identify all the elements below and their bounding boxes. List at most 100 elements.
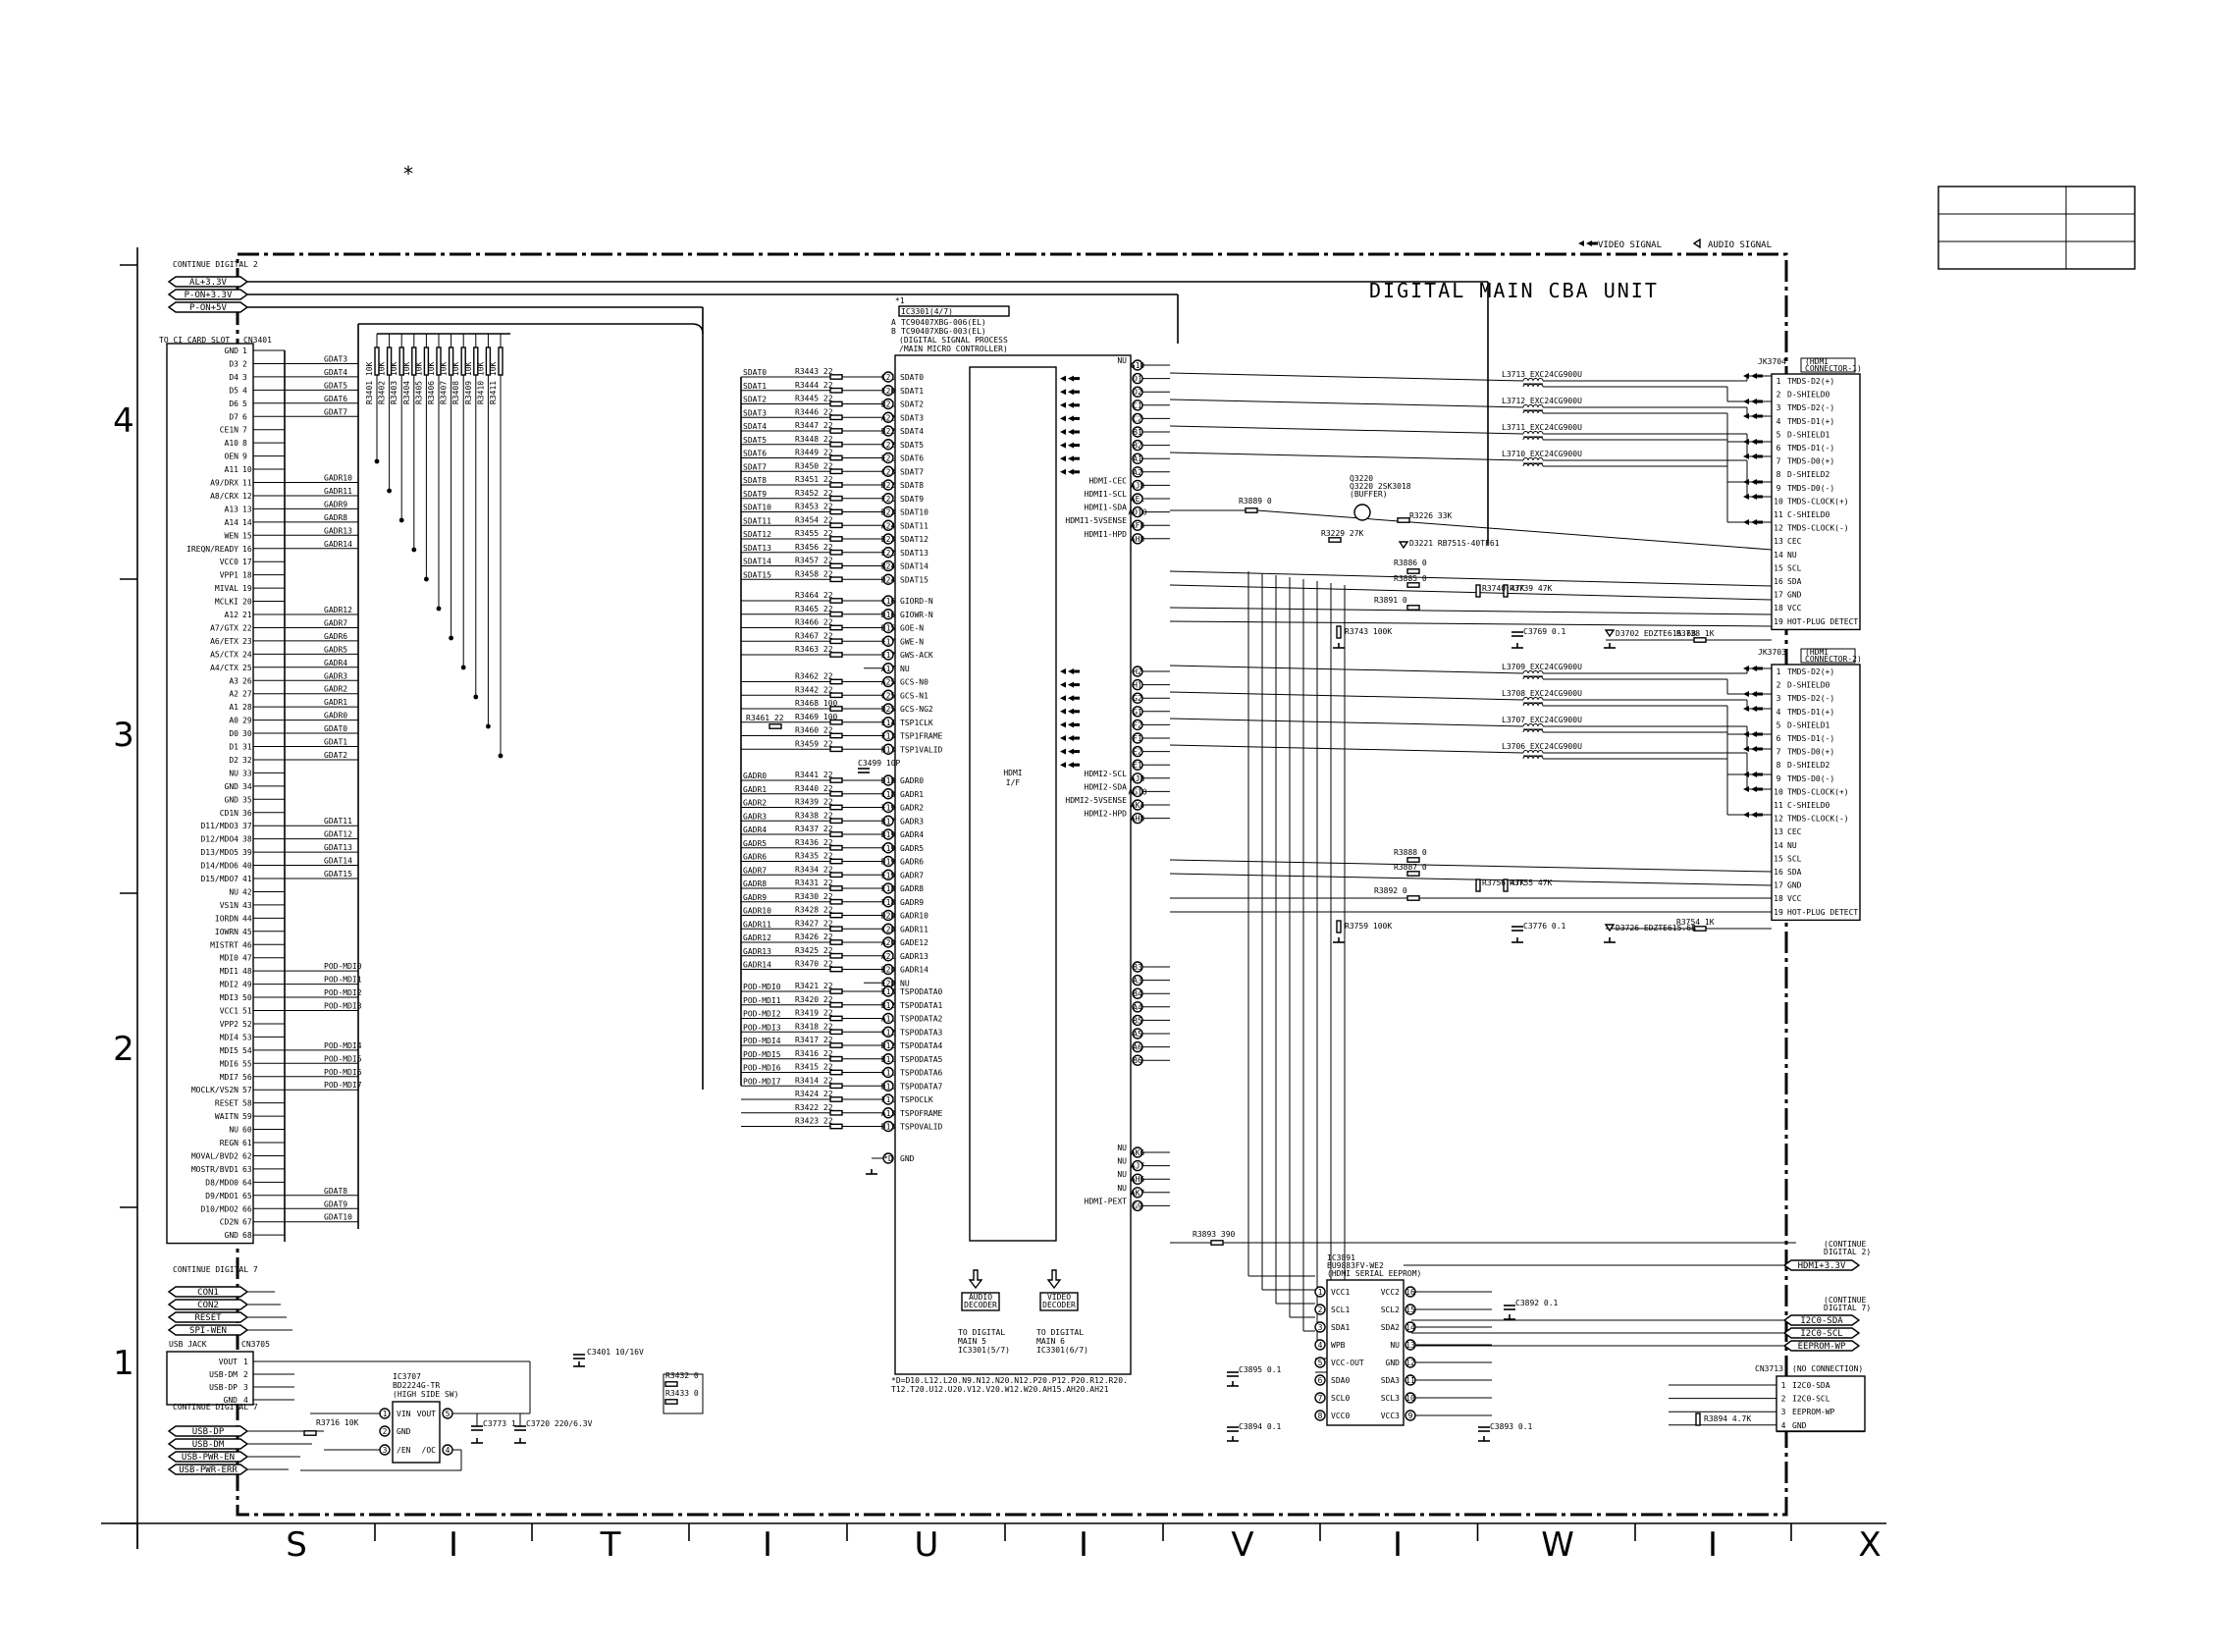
ic3301-right-pin-name: NU — [1117, 356, 1127, 365]
series-resistor-label: R3450 22 — [795, 461, 833, 470]
ic3891-pin-number: 1 — [1318, 1288, 1323, 1297]
decoder-box — [1039, 1292, 1079, 1311]
ic3301-variant: TC90407XBG-006(EL) — [901, 318, 986, 327]
hdmi-video-arrow-icon — [1060, 762, 1080, 769]
r3759-label: R3759 100K — [1345, 922, 1392, 931]
hdmi2-pin-name: NU — [1787, 841, 1797, 850]
r3889 — [1245, 507, 1258, 513]
ci-net-label: GADR2 — [324, 685, 347, 694]
cn3401-pin-name: VPP1 — [220, 571, 239, 580]
cn3401-pin-name: WEN — [225, 531, 239, 540]
series-resistor-label: R3425 22 — [795, 946, 833, 955]
ic3301-right-pin-circle — [1132, 759, 1143, 771]
cont7b-label: CONTINUE DIGITAL 7 — [173, 1403, 258, 1412]
power-rail-tag — [167, 289, 249, 300]
ic3891-pin-number: 11 — [1405, 1376, 1415, 1385]
ci-net-label: GDAT7 — [324, 407, 347, 416]
cn3401-pin-name: IOWRN — [215, 928, 239, 936]
hdmi1-5v — [1169, 607, 1773, 615]
ic3707-pin-number: 5 — [446, 1410, 451, 1418]
ic3301-net-label: SDAT14 — [743, 558, 771, 566]
ic3891-pin-circle — [1314, 1321, 1326, 1333]
ic3301-left-pin-circle — [882, 547, 894, 559]
ic3891-pin-circle — [1314, 1286, 1326, 1298]
series-resistor — [829, 1069, 843, 1076]
q3220-label: Q3220 2SK3018 — [1350, 482, 1411, 491]
r3893-label: R3893 390 — [1193, 1230, 1236, 1239]
arrow-tail — [1074, 750, 1080, 754]
arrow-tail — [1757, 787, 1763, 791]
ic3301-left-pin-name: TSPODATA0 — [900, 987, 943, 996]
hdmi-video-arrow-icon — [1060, 455, 1080, 462]
hdmi1-pin-number: 6 — [1776, 444, 1781, 453]
d3726-label: D3726 EDZTE615.6B — [1616, 924, 1696, 933]
ic3301-left-pin-number: A24 — [881, 521, 896, 530]
ic3301-left-pin-number: F20 — [881, 387, 896, 396]
series-resistor — [829, 818, 843, 825]
cn3401-pin-name: REGN — [220, 1139, 239, 1147]
hdmi2-choke-label: L3708 EXC24CG900U — [1502, 689, 1582, 698]
ic3301-right-pin-number: AH6 — [1131, 1175, 1145, 1184]
ic3301-left-pin-name: SDAT14 — [900, 562, 928, 571]
cn3705-pin-name: VOUT — [219, 1358, 238, 1366]
ci-net-label: GDAT2 — [324, 751, 347, 760]
r3229-label: R3229 27K — [1321, 529, 1364, 538]
ic3301-left-pin-number: F17 — [881, 637, 896, 646]
hdmi1-label: CONNECTOR-1) — [1805, 364, 1862, 373]
arrow-head — [1068, 415, 1074, 422]
ic3707-pin-number: 2 — [383, 1427, 388, 1436]
series-resistor — [829, 549, 843, 556]
junction-dot — [387, 488, 392, 494]
cont7-signal-tag — [167, 1286, 249, 1298]
ic3891-pin-number: 5 — [1318, 1359, 1323, 1367]
arrow-head — [1578, 240, 1584, 246]
ic3301-right-pin-name: NU — [1117, 1170, 1127, 1179]
choke-loop — [1532, 756, 1539, 760]
ic3301-left-pin-circle — [882, 703, 894, 715]
ic3301-right-pin-circle — [1132, 732, 1143, 744]
cn3401-pin-number: 23 — [242, 637, 252, 646]
ic3891-pin-circle — [1314, 1339, 1326, 1351]
ic3301-left-pin-number: C16 — [881, 597, 896, 606]
cn3401-pin-name: MDI0 — [220, 954, 239, 963]
ic3891-pin-name: NU — [1390, 1341, 1400, 1350]
series-resistor — [829, 536, 843, 542]
hdmi1-pin-number: 14 — [1774, 551, 1783, 560]
ic3301-right-pin-name: HDMI1-5VSENSE — [1065, 516, 1127, 525]
ic3301-left-pin-number: B11 — [881, 1055, 896, 1064]
cec-wire — [1256, 509, 1773, 551]
ic3301-left-pin-name: TSPODATA5 — [900, 1055, 943, 1064]
arrow-head — [1068, 375, 1074, 382]
arrow-head — [1060, 668, 1066, 674]
series-resistor — [829, 1001, 843, 1008]
cn3401-pin-name: NU — [229, 769, 239, 777]
ic3301-left-pin-number: A22 — [881, 413, 896, 422]
series-resistor-label: R3457 22 — [795, 557, 833, 565]
cn3401-pin-number: 28 — [242, 703, 252, 712]
series-resistor — [829, 482, 843, 488]
ic3301-left-pin-number: D22 — [881, 481, 896, 490]
hdmi1-pin-number: 15 — [1774, 563, 1783, 572]
ic3301-left-pin-name: NU — [900, 665, 910, 673]
choke-loop — [1527, 703, 1534, 707]
ic3301-left-pin-circle — [882, 1066, 894, 1079]
ic3301-left-pin-number: D15 — [881, 624, 896, 633]
ic3301-left-pin-circle — [882, 506, 894, 518]
ic3301-right-pin-number: A5 — [1133, 1030, 1142, 1039]
cn3401-pin-name: MDI4 — [220, 1033, 239, 1041]
cn3401-pin-number: 6 — [242, 412, 247, 421]
ic3891-pin-name: VCC-OUT — [1331, 1359, 1364, 1367]
hdmi1-arrow-icon — [1743, 479, 1763, 485]
ci-net-label: GADR14 — [324, 540, 352, 549]
ic3301-footnote: T12.T20.U12.U20.V12.V20.W12.W20.AH15.AH2… — [891, 1385, 1109, 1394]
ic3301-right-pin-name: HDMI2-SCL — [1085, 770, 1128, 778]
ic3891-pin-name: SCL0 — [1331, 1394, 1350, 1403]
cont7-signal-tag-text: CON2 — [197, 1301, 219, 1310]
power-rail-tag — [167, 276, 249, 288]
ci-net-label: GDAT12 — [324, 830, 352, 839]
arrow-head — [1060, 401, 1066, 408]
cn3401-pin-name: MDI5 — [220, 1046, 239, 1055]
hdmi-video-arrow-icon — [1060, 375, 1080, 382]
pullup-resistor — [398, 346, 404, 376]
c3401 — [573, 1354, 585, 1359]
